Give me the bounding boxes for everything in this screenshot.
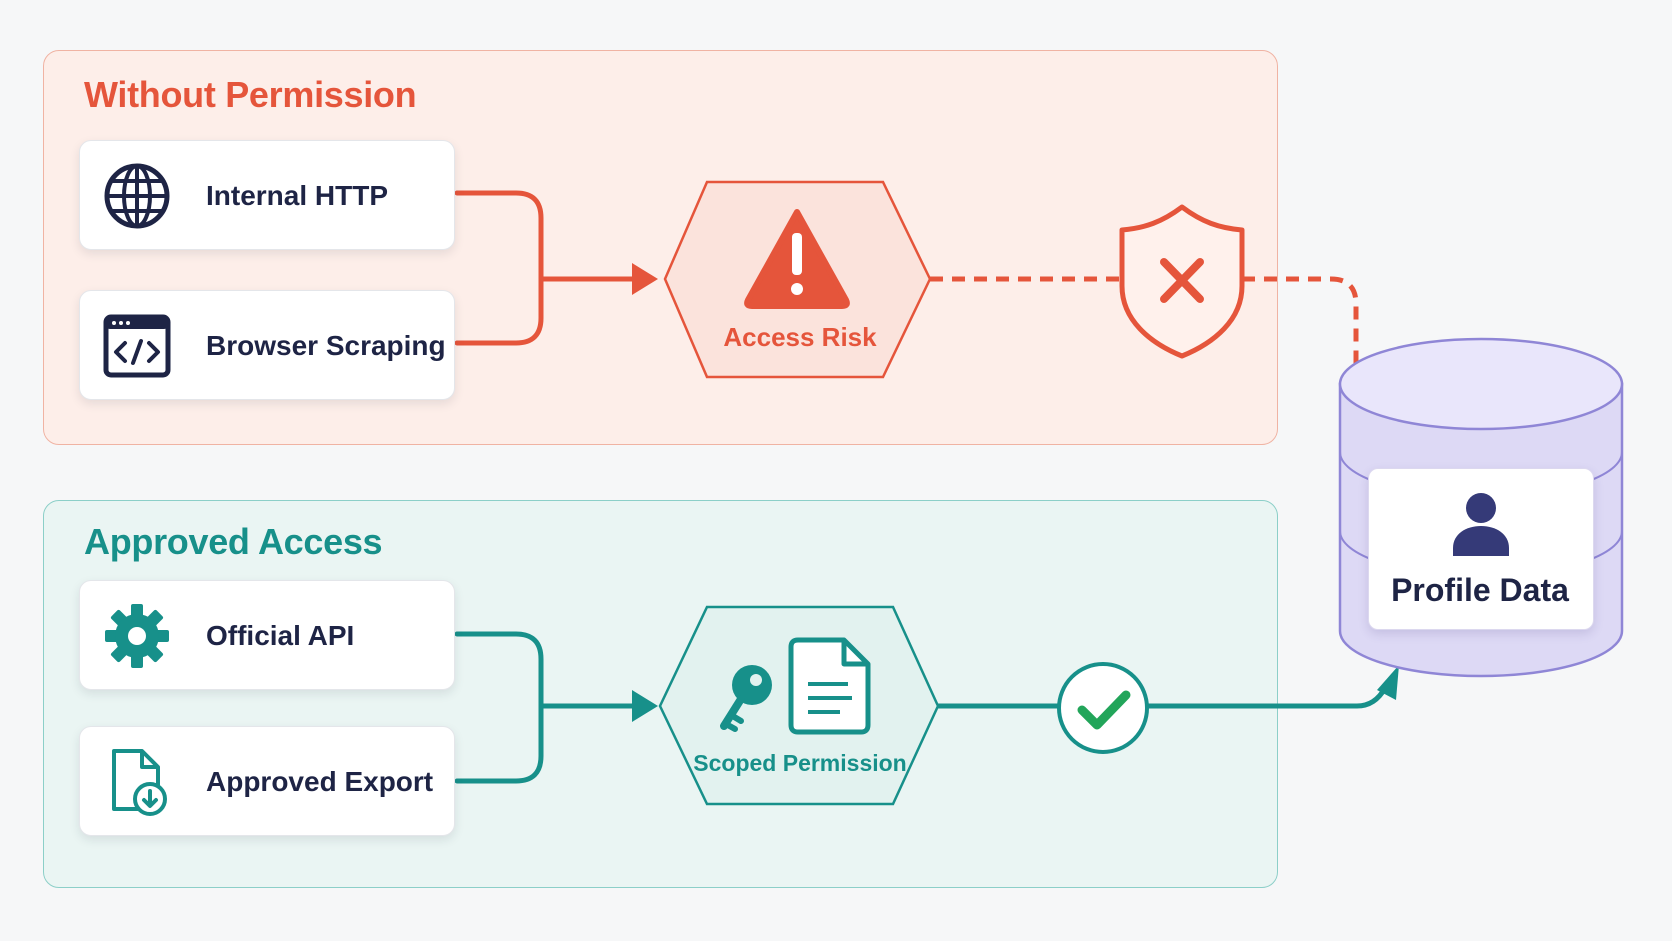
warning-triangle-icon	[744, 209, 850, 309]
official-api-label: Official API	[206, 620, 355, 651]
approved-line-2	[1144, 685, 1388, 709]
official-api-connector	[454, 631, 544, 709]
blocked-dashed-line-2	[1242, 276, 1359, 364]
internal-http-label: Internal HTTP	[206, 180, 389, 211]
approved-access-title: Approved Access	[84, 521, 383, 562]
user-icon	[1453, 493, 1509, 556]
risk-arrowhead	[632, 263, 658, 295]
globe-icon	[104, 163, 170, 229]
scoped-permission-label: Scoped Permission	[693, 750, 907, 776]
browser-scraping-card: Browser Scraping	[79, 290, 455, 400]
approved-export-card: Approved Export	[79, 726, 455, 836]
approved-export-connector	[454, 703, 544, 784]
document-icon	[788, 637, 871, 735]
access-risk-label: Access Risk	[723, 322, 877, 352]
approved-export-label: Approved Export	[206, 766, 434, 797]
checkmark-icon	[1057, 662, 1149, 754]
without-permission-title: Without Permission	[84, 74, 417, 115]
gear-icon	[105, 604, 169, 668]
official-api-card: Official API	[79, 580, 455, 690]
internal-http-card: Internal HTTP	[79, 140, 455, 250]
key-icon	[720, 665, 772, 732]
database-arrowhead	[1377, 665, 1399, 700]
browser-scraping-label: Browser Scraping	[206, 330, 446, 361]
profile-data-label: Profile Data	[1391, 572, 1569, 608]
browser-scraping-connector	[454, 276, 544, 346]
shield-x-icon	[1119, 204, 1245, 359]
code-window-icon	[103, 314, 171, 378]
permission-arrowhead	[632, 690, 658, 722]
internal-http-connector	[454, 190, 544, 282]
file-download-icon	[112, 749, 167, 816]
